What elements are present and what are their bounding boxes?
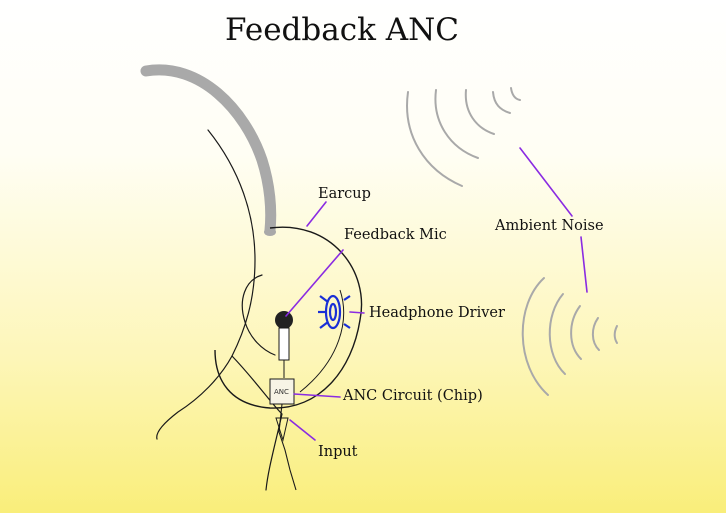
label-input: Input — [318, 444, 358, 460]
diagram-title: Feedback ANC — [225, 12, 459, 48]
anc-chip: ANC — [269, 378, 295, 405]
feedback-mic — [275, 311, 293, 378]
ambient-noise-leader-top — [519, 147, 573, 217]
driver-leader — [349, 311, 365, 314]
earcup-leader — [306, 201, 327, 227]
headband-end — [264, 228, 276, 236]
head-outline — [156, 129, 283, 491]
headphone-driver — [318, 294, 351, 330]
label-ambient-noise: Ambient Noise — [495, 218, 604, 234]
ear-outline — [241, 274, 276, 356]
earcup-shape — [214, 226, 363, 409]
feedback-mic-leader — [285, 249, 344, 317]
label-headphone-driver: Headphone Driver — [369, 305, 505, 321]
head-back-line — [156, 129, 256, 440]
headband — [140, 64, 277, 236]
label-earcup: Earcup — [318, 186, 371, 202]
jaw-line — [231, 355, 283, 491]
cable-plug — [275, 417, 289, 442]
input-cable — [278, 403, 297, 491]
earcup-inner — [299, 289, 345, 393]
sound-waves-bottom — [521, 277, 618, 396]
label-anc-circuit: ANC Circuit (Chip) — [343, 388, 483, 404]
anc-circuit-leader — [293, 393, 341, 398]
chip-text: ANC — [274, 388, 289, 396]
label-feedback-mic: Feedback Mic — [344, 227, 447, 243]
leader-lines — [285, 147, 588, 441]
sound-waves-top — [406, 87, 521, 187]
input-leader — [289, 419, 316, 441]
ambient-noise-leader-bottom — [580, 236, 588, 293]
